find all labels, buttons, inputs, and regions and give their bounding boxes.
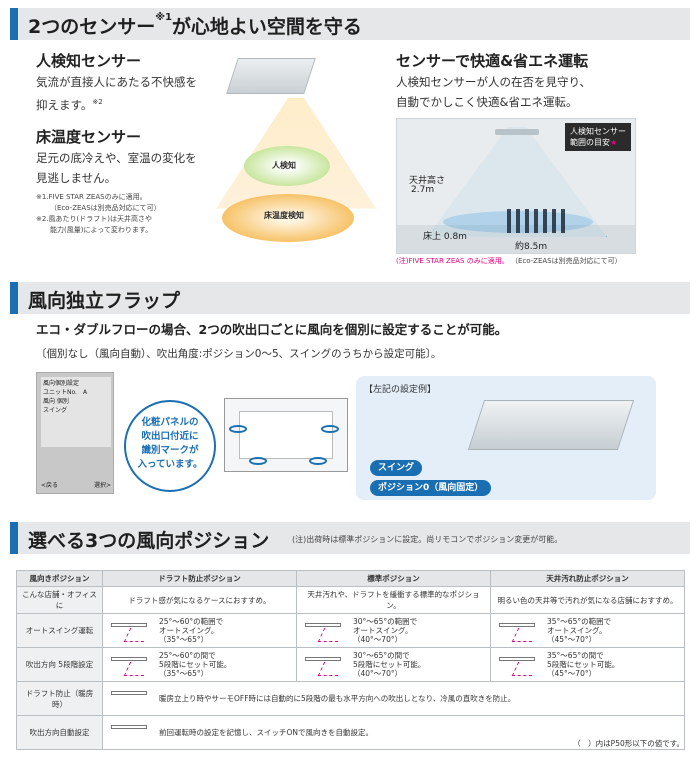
setting-example-box: 【左記の設定例】 スイング ポジション0（風向固定） <box>356 376 656 500</box>
remote-back-label: <戻る <box>41 482 59 489</box>
section-accent <box>10 8 18 40</box>
flap-diagram-icon <box>301 654 345 676</box>
mark-icon <box>309 457 327 465</box>
flap-sub: 〔個別なし（風向自動）、吹出角度:ポジション0～5、スイングのうちから設定可能〕… <box>36 348 442 360</box>
flap-diagram-icon <box>107 620 151 642</box>
remote-controller: 風向個別設定 ユニットNo. A 風向 個別 スイング <戻る 選択> <box>36 372 114 494</box>
position-table: 風向きポジション ドラフト防止ポジション 標準ポジション 天井汚れ防止ポジション… <box>16 570 685 750</box>
table-desc-standard: 天井汚れや、ドラフトを緩衝する標準的なポジション。 <box>296 586 491 614</box>
mark-icon <box>321 425 339 433</box>
table-row: オートスイング運転 25°～60°の範囲で オートスイング。 （35°～65°）… <box>16 613 685 648</box>
row-label-auto-direction: 吹出方向自動設定 <box>16 715 103 750</box>
swing-pill: スイング <box>370 460 423 476</box>
section-title-flap: 風向独立フラップ <box>28 290 181 312</box>
sensor-notes: ※1.FIVE STAR ZEASのみに適用。 （Eco-ZEASは別売品対応に… <box>36 193 161 234</box>
section-accent <box>10 522 18 554</box>
remote-buttons: <戻る 選択> <box>41 480 111 489</box>
panel-illustration <box>224 398 348 472</box>
section-title-sensors: 2つのセンサー※1が心地よい空間を守る <box>28 12 362 38</box>
table-header-draft: ドラフト防止ポジション <box>102 570 297 587</box>
eco-desc: 人検知センサーが人の在否を見守り、 自動でかしこく快適&省エネ運転。 <box>396 75 592 109</box>
human-sensor-heading: 人検知センサー <box>36 52 142 70</box>
section-header-flap: 風向独立フラップ <box>10 282 690 314</box>
table-subheader: こんな店舗・オフィスに <box>16 586 103 614</box>
eco-heading: センサーで快適&省エネ運転 <box>396 52 589 70</box>
remote-screen: 風向個別設定 ユニットNo. A 風向 個別 スイング <box>41 377 111 447</box>
table-row: 吹出方向 5段階設定 25°～60°の間で 5段階にセット可能。 （35°～65… <box>16 647 685 682</box>
flap-diagram-icon <box>301 620 345 642</box>
room-note: (注)FIVE STAR ZEAS のみに適用。 （Eco-ZEASは別売品対応… <box>396 257 622 265</box>
flap-diagram-icon <box>495 654 539 676</box>
mark-icon <box>249 457 267 465</box>
row-label-auto-swing: オートスイング運転 <box>16 613 103 648</box>
row-label-5step: 吹出方向 5段階設定 <box>16 647 103 682</box>
ceiling-height-value: 2.7m <box>411 185 435 195</box>
ceiling-height-label: 天井高さ <box>409 176 446 186</box>
flap-diagram-icon <box>495 620 539 642</box>
position-pill: ポジション0（風向固定） <box>370 480 492 496</box>
table-header-standard: 標準ポジション <box>296 570 491 587</box>
unit-illustration <box>467 400 635 450</box>
human-detect-label: 人検知 <box>272 161 296 170</box>
flap-diagram-icon <box>107 654 151 676</box>
section-header-positions: 選べる3つの風向ポジション (注)出荷時は標準ポジションに設定。尚リモコンでポジ… <box>10 522 690 554</box>
flap-diagram-icon <box>107 688 151 710</box>
table-header-ceiling: 天井汚れ防止ポジション <box>490 570 685 587</box>
floor-detect-label: 床温度検知 <box>264 211 304 220</box>
row-label-draft-prevent: ドラフト防止（暖房時） <box>16 681 103 716</box>
section-header-sensors: 2つのセンサー※1が心地よい空間を守る <box>10 8 690 40</box>
floor-height-label: 床上 0.8m <box>423 232 467 242</box>
table-desc-draft: ドラフト感が気になるケースにおすすめ。 <box>102 586 297 614</box>
ceiling-unit-illustration <box>226 58 316 94</box>
flap-lead: エコ・ダブルフローの場合、2つの吹出口ごとに風向を個別に設定することが可能。 <box>36 322 508 337</box>
human-sensor-desc: 気流が直接人にあたる不快感を 抑えます。※2 <box>36 75 197 112</box>
flap-diagram-icon <box>107 722 151 744</box>
human-detect-area <box>244 146 330 186</box>
sensor-range-label: 人検知センサー 範囲の目安★ <box>565 123 631 151</box>
section-title-positions: 選べる3つの風向ポジション <box>28 530 270 552</box>
section-subtitle-positions: (注)出荷時は標準ポジションに設定。尚リモコンでポジション変更が可能。 <box>292 535 563 544</box>
panel-inner <box>239 411 333 459</box>
section-accent <box>10 282 18 314</box>
people-silhouettes <box>507 209 567 233</box>
table-footnote: （ ）内はP50形以下の値です。 <box>573 739 684 748</box>
table-row: ドラフト防止（暖房時） 暖房立上り時やサーモOFF時には自動的に5段階の最も水平… <box>16 681 685 716</box>
floor-sensor-heading: 床温度センサー <box>36 128 142 146</box>
room-illustration: 人検知センサー 範囲の目安★ 天井高さ 2.7m 床上 0.8m 約8.5m <box>396 118 636 254</box>
mark-icon <box>229 425 247 433</box>
setting-example-title: 【左記の設定例】 <box>364 385 437 395</box>
table-row: 吹出方向自動設定 前回運転時の設定を記憶し、スイッチONで風向きを自動設定。 <box>16 715 685 750</box>
identification-mark-bubble: 化粧パネルの 吹出口付近に 識別マークが 入っています。 <box>124 400 216 492</box>
floor-sensor-desc: 足元の底冷えや、室温の変化を 見逃しません。 <box>36 151 197 185</box>
remote-select-label: 選択> <box>93 482 111 489</box>
floor-detect-area <box>222 194 354 242</box>
table-header-position: 風向きポジション <box>16 570 103 587</box>
ceiling-unit <box>495 129 539 135</box>
star-icon: ★ <box>610 138 618 147</box>
width-label: 約8.5m <box>515 242 548 252</box>
table-desc-ceiling: 明るい色の天井等で汚れが気になる店舗におすすめ。 <box>490 586 685 614</box>
